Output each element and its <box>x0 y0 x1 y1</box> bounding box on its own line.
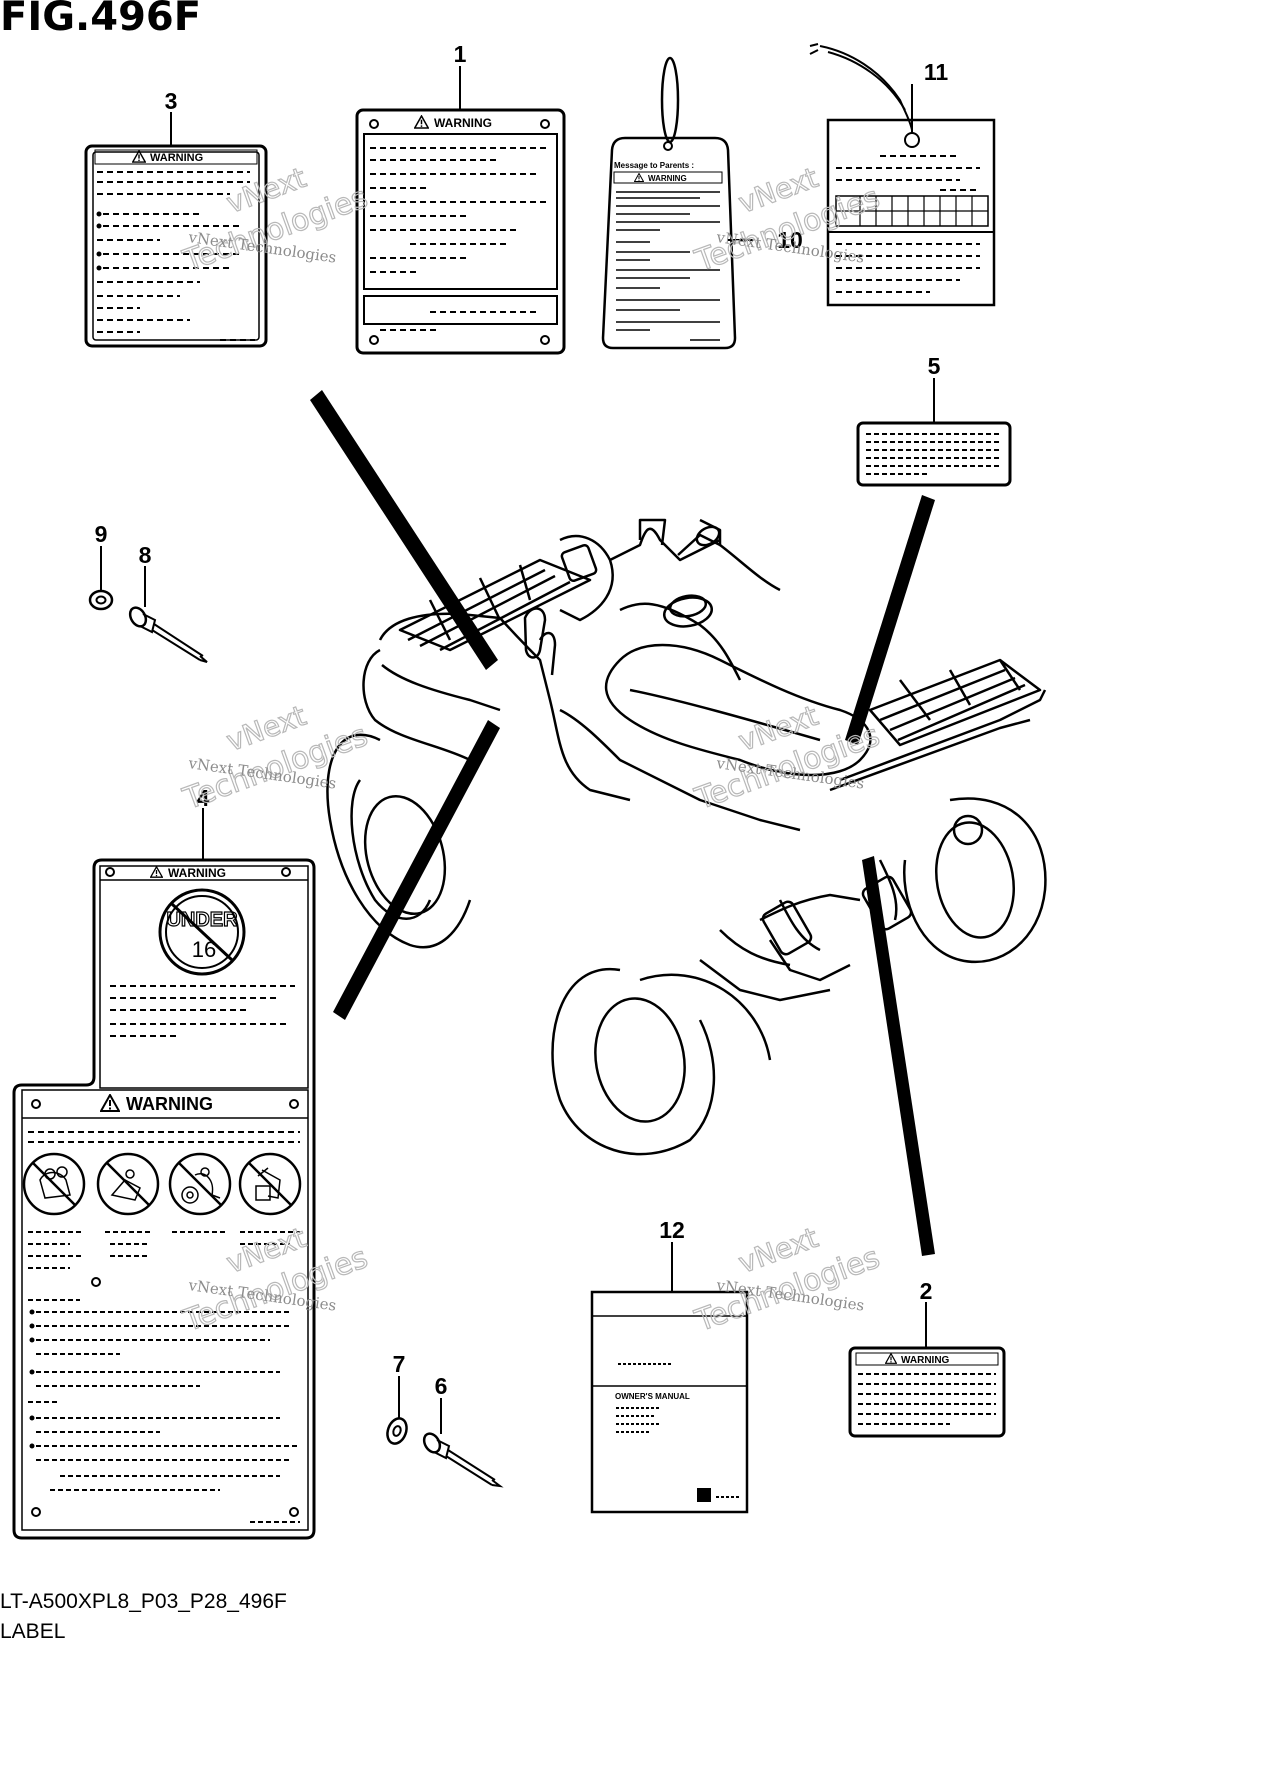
figure-code: LT-A500XPL8_P03_P28_496F <box>0 1590 287 1613</box>
label-3-warning-text: WARNING <box>150 152 203 164</box>
label-1-warning-text: WARNING <box>434 116 492 130</box>
label-5 <box>856 421 1012 487</box>
callout-12: 12 <box>659 1217 685 1243</box>
label-11 <box>809 43 996 307</box>
callout-numbers: 1 2 3 4 5 6 7 8 9 10 11 12 <box>95 41 949 1399</box>
rivet-6 <box>422 1432 504 1488</box>
callout-1: 1 <box>454 41 467 67</box>
callout-4: 4 <box>197 785 210 811</box>
washer-7 <box>386 1417 408 1445</box>
owners-manual-text: OWNER'S MANUAL <box>615 1392 690 1401</box>
label-10: Message to Parents : WARNING <box>601 56 737 350</box>
callout-8: 8 <box>139 542 152 568</box>
callout-11: 11 <box>924 59 949 85</box>
label-4: WARNING UNDER 16 WARNING <box>12 858 316 1540</box>
watermark: vNext Technologies vNext Technologies vN… <box>178 160 885 1340</box>
callout-leaders <box>100 66 935 1434</box>
label-2: WARNING <box>848 1346 1006 1438</box>
label-2-warning-text: WARNING <box>901 1355 950 1366</box>
washer-9 <box>88 589 114 611</box>
label-10-parents-text: Message to Parents : <box>614 161 694 170</box>
callout-10: 10 <box>777 227 803 253</box>
label-10-warning-text: WARNING <box>648 174 687 183</box>
rivet-8 <box>128 606 208 663</box>
atv-illustration <box>326 518 1047 1156</box>
callout-2: 2 <box>920 1278 933 1304</box>
label-4-top-warning-text: WARNING <box>168 866 226 880</box>
leader-lines <box>310 390 935 1256</box>
label-3: WARNING <box>84 144 268 348</box>
callout-3: 3 <box>165 88 178 114</box>
callout-5: 5 <box>928 353 941 379</box>
figure-title: FIG.496F <box>0 0 202 40</box>
owners-manual-12: OWNER'S MANUAL <box>590 1290 749 1514</box>
figure-caption: LABEL <box>0 1620 66 1643</box>
callout-7: 7 <box>393 1351 406 1377</box>
callout-6: 6 <box>435 1373 448 1399</box>
label-1: WARNING <box>355 108 566 355</box>
label-4-warning-text: WARNING <box>126 1094 213 1114</box>
callout-9: 9 <box>95 521 108 547</box>
under-text: UNDER <box>166 909 238 931</box>
